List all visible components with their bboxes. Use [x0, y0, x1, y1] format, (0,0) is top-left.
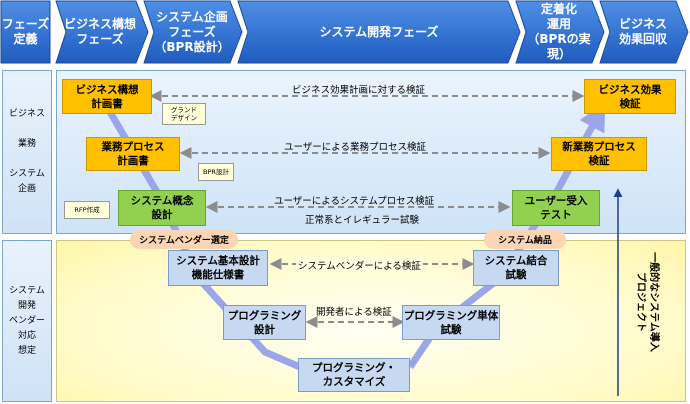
- phase-arrow-planning: [143, 0, 243, 64]
- delivery-oval: システム納品: [484, 230, 566, 249]
- business-plan-box: ビジネス構想 計画書: [62, 79, 152, 114]
- bpr-design-tag: BPR設計: [198, 163, 234, 181]
- vendor-select-oval: システムベンダー選定: [130, 230, 238, 249]
- system-concept-box: システム概念 設計: [118, 190, 206, 226]
- process-plan-box: 業務プロセス 計画書: [86, 137, 180, 171]
- phase-arrow-development: [237, 0, 521, 64]
- process-check-label: ユーザーによる業務プロセス検証: [284, 142, 427, 153]
- new-process-box: 新業務プロセス 検証: [551, 137, 647, 171]
- phase-operation-label: 定着化 運用 （BPRの実現）: [527, 2, 591, 61]
- business-effect-box: ビジネス効果 検証: [584, 79, 676, 114]
- vendor-check-label: システムベンダーによる検証: [296, 258, 423, 272]
- row-label-business: ビジネス 業務 システム 企画: [2, 70, 52, 234]
- phase-header: [0, 0, 689, 64]
- grand-design-tag: グランド デザイン: [162, 103, 206, 125]
- side-note-wrap: 一般的なシステム導入 プロジェクト: [621, 232, 673, 372]
- programming-box: プログラミング・ カスタマイズ: [298, 358, 410, 392]
- prog-design-box: プログラミング 設計: [223, 305, 306, 340]
- basic-design-box: システム基本設計 機能仕様書: [168, 250, 268, 286]
- phase-effect-label: ビジネス 効果回収: [618, 17, 667, 46]
- side-note: 一般的なシステム導入 プロジェクト: [635, 252, 660, 352]
- phase-development-label: システム開発フェーズ: [319, 24, 439, 39]
- effect-check-label: ビジネス効果計画に対する検証: [292, 85, 426, 96]
- acceptance-test-box: ユーザー受入 テスト: [512, 190, 600, 226]
- row-label-vendor: システム 開発 ベンダー 対応 想定: [2, 240, 52, 402]
- phase-definition-label: フェーズ 定義: [1, 17, 50, 46]
- phase-arrow-effect: [599, 0, 689, 64]
- phase-business-label: ビジネス構想 フェーズ: [63, 17, 136, 46]
- phase-planning-label: システム企画 フェーズ （BPR設計）: [154, 9, 230, 54]
- integration-test-box: システム結合 試験: [473, 250, 559, 286]
- phase-definition-bg: [0, 0, 51, 64]
- system-process-check-label: ユーザーによるシステムプロセス検証: [274, 196, 435, 207]
- developer-check-label: 開発者による検証: [316, 307, 392, 318]
- phase-arrow-business: [55, 0, 149, 64]
- unit-test-box: プログラミング単体 試験: [402, 305, 500, 340]
- rfp-tag: RFP作成: [64, 201, 110, 219]
- phase-arrow-operation: [515, 0, 605, 64]
- normal-irregular-label: 正常系とイレギュラー試験: [305, 215, 420, 226]
